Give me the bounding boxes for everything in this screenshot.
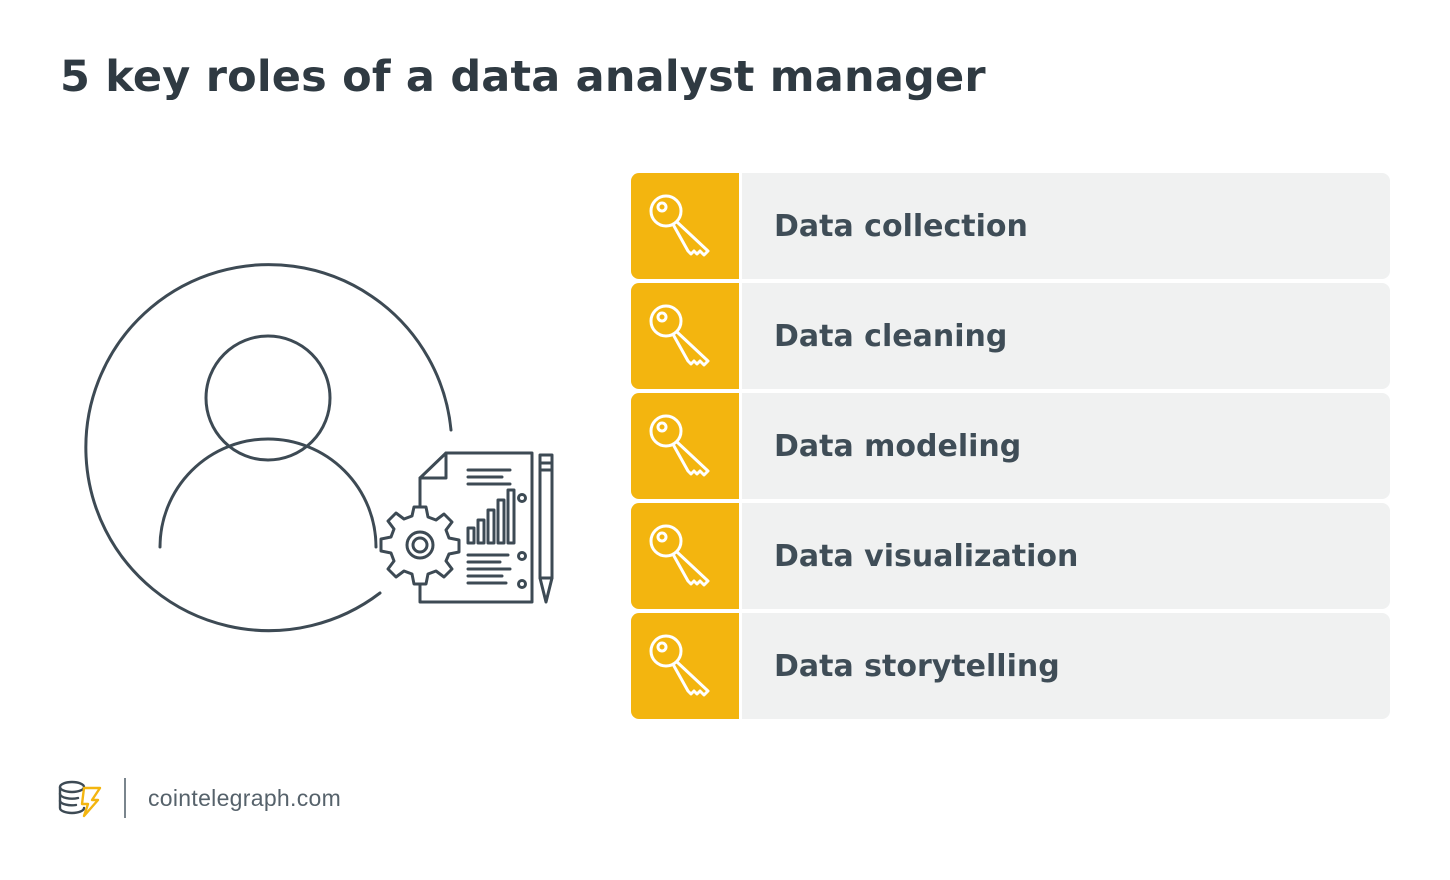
cointelegraph-logo-icon [58, 780, 102, 818]
key-icon [649, 414, 710, 477]
key-icon [649, 194, 710, 257]
footer-divider [124, 778, 126, 818]
list-item: Data collection [631, 173, 1390, 279]
data-analyst-manager-icon [84, 263, 554, 633]
list-item: Data modeling [631, 393, 1390, 499]
data-analyst-manager-illustration [70, 250, 580, 650]
role-label: Data collection [774, 208, 1028, 244]
roles-list: Data collection Data cleaning Data model… [631, 173, 1390, 723]
role-label: Data storytelling [774, 648, 1060, 684]
list-item: Data cleaning [631, 283, 1390, 389]
role-label: Data visualization [774, 538, 1079, 574]
role-label: Data cleaning [774, 318, 1008, 354]
role-label: Data modeling [774, 428, 1022, 464]
page-title: 5 key roles of a data analyst manager [60, 52, 986, 102]
key-icon [649, 304, 710, 367]
key-icon [649, 524, 710, 587]
key-icon [649, 634, 710, 697]
list-item: Data storytelling [631, 613, 1390, 719]
list-item: Data visualization [631, 503, 1390, 609]
site-link[interactable]: cointelegraph.com [148, 784, 342, 811]
footer: cointelegraph.com [58, 778, 341, 818]
